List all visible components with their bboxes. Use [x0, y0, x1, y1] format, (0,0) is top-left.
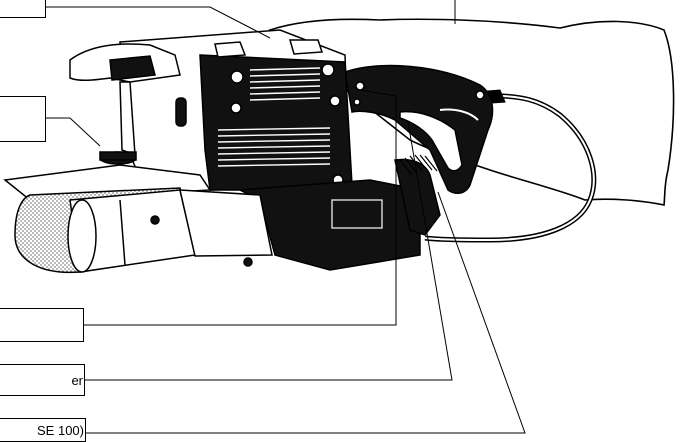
upper-vents [249, 67, 321, 101]
label-text-dust-bag: SE 100) [37, 422, 84, 438]
belt-housing [14, 187, 273, 274]
label-box-tracking-knob [0, 96, 46, 142]
sander-body [69, 29, 441, 271]
label-box-lock-on-button [0, 308, 84, 342]
rear-handle [344, 64, 494, 195]
switch-ridges [399, 154, 438, 176]
label-text-on-off-switch: er [71, 372, 83, 388]
leader-lines [46, 0, 526, 434]
tracking-knob-drawing [99, 151, 137, 182]
label-box-dust-bag: SE 100) [0, 418, 86, 442]
label-box-handle-lock [0, 0, 46, 18]
label-box-on-off-switch: er [0, 364, 85, 396]
lower-vents [217, 127, 331, 167]
